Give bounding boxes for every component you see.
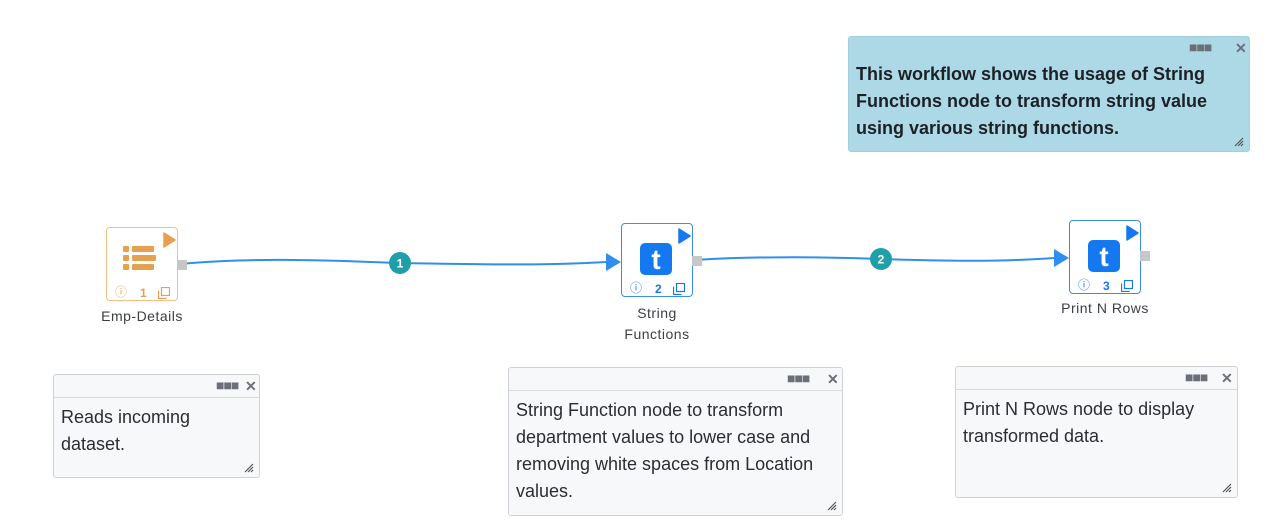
- edge-1-badge-label: 1: [397, 257, 404, 271]
- more-dots-icon[interactable]: ■■■: [787, 370, 810, 386]
- info-icon[interactable]: ⓘ: [630, 281, 643, 295]
- node-print-n-rows[interactable]: t ⓘ 3: [1069, 220, 1150, 294]
- resize-grip-icon[interactable]: [244, 463, 254, 473]
- note-header[interactable]: ■■■ ✕: [956, 367, 1237, 390]
- close-icon[interactable]: ✕: [1235, 40, 1247, 56]
- node-label-print-n-rows: Print N Rows: [1061, 300, 1149, 316]
- copy-icon[interactable]: [158, 287, 170, 299]
- svg-text:t: t: [651, 244, 660, 275]
- more-dots-icon[interactable]: ■■■: [216, 377, 239, 393]
- edge-2-badge-label: 2: [878, 253, 885, 267]
- more-dots-icon[interactable]: ■■■: [1185, 369, 1208, 385]
- close-icon[interactable]: ✕: [827, 371, 839, 387]
- t-icon: t: [640, 243, 672, 275]
- close-icon[interactable]: ✕: [1221, 370, 1233, 386]
- note-string-functions[interactable]: ■■■ ✕ String Function node to transform …: [508, 367, 843, 516]
- note-emp-details[interactable]: ■■■ ✕ Reads incoming dataset.: [53, 374, 260, 478]
- info-icon[interactable]: ⓘ: [115, 285, 128, 299]
- workflow-description-note[interactable]: ■■■ ✕ This workflow shows the usage of S…: [848, 36, 1250, 152]
- edge-2-badge[interactable]: [870, 248, 892, 270]
- info-icon[interactable]: ⓘ: [1078, 278, 1091, 292]
- play-icon[interactable]: [677, 228, 691, 244]
- node-string-functions[interactable]: t ⓘ 2: [621, 223, 702, 297]
- node-label-string-functions: String Functions: [624, 305, 690, 342]
- edge-1-arrowhead: [606, 253, 621, 271]
- note-text: Reads incoming dataset.: [61, 407, 191, 454]
- play-icon[interactable]: [162, 232, 176, 248]
- note-print-n-rows[interactable]: ■■■ ✕ Print N Rows node to display trans…: [955, 366, 1238, 498]
- edge-2-arrowhead: [1054, 249, 1069, 267]
- resize-grip-icon[interactable]: [827, 501, 837, 511]
- t-icon: t: [1088, 240, 1120, 272]
- copy-icon[interactable]: [673, 283, 685, 295]
- resize-grip-icon[interactable]: [1234, 137, 1244, 147]
- note-header[interactable]: ■■■ ✕: [509, 368, 842, 391]
- note-text: Print N Rows node to display transformed…: [963, 399, 1195, 446]
- node-number: 3: [1103, 279, 1110, 293]
- node-number: 2: [655, 282, 662, 296]
- copy-icon[interactable]: [1121, 280, 1133, 292]
- note-header[interactable]: ■■■ ✕: [54, 375, 259, 398]
- node-emp-details[interactable]: ⓘ 1: [106, 227, 187, 301]
- workflow-note-text: This workflow shows the usage of String …: [856, 64, 1208, 138]
- output-port[interactable]: [692, 256, 702, 266]
- svg-text:t: t: [1099, 241, 1108, 272]
- note-text: String Function node to transform depart…: [516, 400, 814, 501]
- node-label-emp-details: Emp-Details: [101, 308, 183, 324]
- note-header[interactable]: ■■■ ✕: [849, 37, 1249, 59]
- resize-grip-icon[interactable]: [1222, 483, 1232, 493]
- node-number: 1: [140, 286, 147, 300]
- edge-1-badge[interactable]: [389, 252, 411, 274]
- output-port[interactable]: [177, 260, 187, 270]
- more-dots-icon[interactable]: ■■■: [1189, 39, 1212, 55]
- play-icon[interactable]: [1125, 225, 1139, 241]
- output-port[interactable]: [1140, 251, 1150, 261]
- close-icon[interactable]: ✕: [245, 378, 257, 394]
- table-icon: [123, 246, 156, 270]
